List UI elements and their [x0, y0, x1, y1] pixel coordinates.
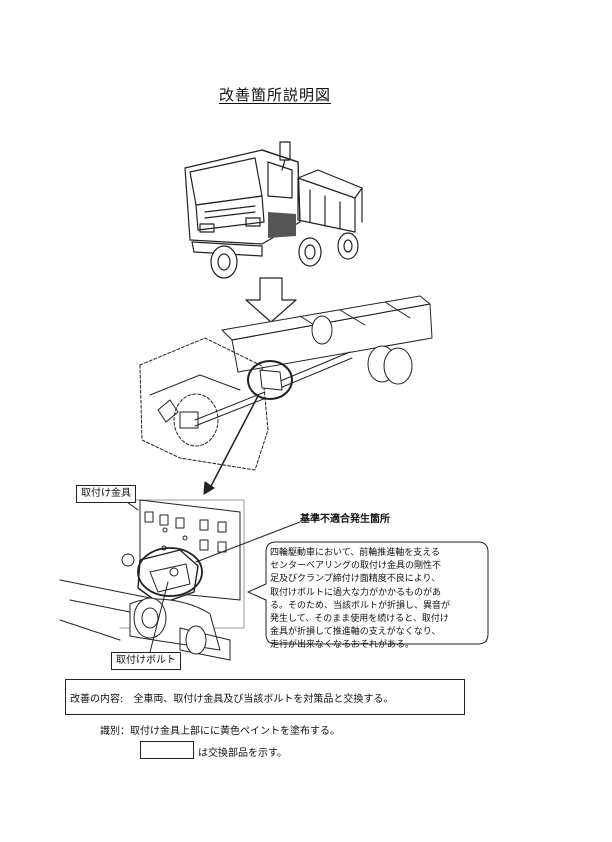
explanation-text: 四輪駆動車において、前輪推進軸を支える センターベアリングの取付け金具の剛性不 …	[270, 547, 475, 653]
page-title: 改善箇所説明図	[218, 86, 331, 104]
bracket-label: 取付け金具	[76, 485, 136, 503]
bolt-label: 取付けボルト	[111, 652, 181, 670]
improvement-text: 全車両、取付け金具及び当該ボルトを対策品と交換する。	[133, 694, 394, 705]
replacement-part-swatch	[140, 741, 194, 759]
detail-illustration	[59, 499, 245, 661]
identification-text: 識別：取付け金具上部にに黄色ペイントを塗布する。	[100, 726, 340, 737]
explanation-line: 取付けボルトに過大な力がかかるものがあ	[270, 587, 442, 598]
explanation-line: る。そのため、当該ボルトが折損し、異音が	[270, 600, 451, 611]
improvement-box: 改善の内容: 全車両、取付け金具及び当該ボルトを対策品と交換する。	[65, 679, 465, 715]
truck-illustration	[184, 141, 363, 279]
explanation-line: 走行が出来なくなるおそれがある。	[270, 640, 415, 651]
down-arrow	[245, 277, 297, 323]
explanation-line: 金具が折損して推進軸の支えがなくなり、	[270, 627, 441, 638]
explanation-line: 発生して、そのまま使用を続けると、取付け	[270, 614, 449, 625]
explanation-line: 四輪駆動車において、前輪推進軸を支える	[270, 548, 441, 558]
improvement-label: 改善の内容:	[70, 694, 124, 705]
explanation-line: センターベアリングの取付け金具の剛性不	[270, 561, 442, 572]
defect-location-label: 基準不適合発生箇所	[300, 514, 390, 525]
chassis-illustration	[139, 295, 433, 471]
legend-text: は交換部品を示す。	[198, 748, 287, 759]
explanation-bubble	[247, 541, 489, 645]
explanation-line: 足及びクランプ締付け面精度不良により、	[270, 574, 441, 585]
